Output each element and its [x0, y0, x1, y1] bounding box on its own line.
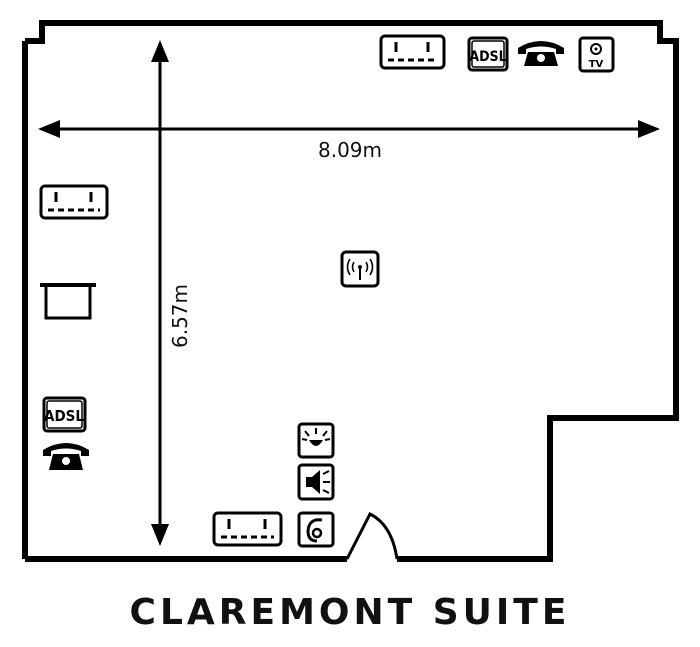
adsl-icon-label: ADSL: [44, 407, 84, 425]
adsl-icon: ADSL: [467, 36, 509, 72]
adsl-icon-label: ADSL: [469, 49, 506, 65]
power-socket-icon: [212, 511, 283, 547]
wifi-icon: [340, 250, 380, 288]
room-outline: [25, 20, 679, 562]
height-dimension-arrow: [151, 40, 169, 546]
power-socket-icon: [39, 184, 109, 220]
width-dimension-label: 8.09m: [318, 138, 383, 162]
height-dimension-label: 6.57m: [168, 283, 192, 348]
telephone-icon: [518, 41, 564, 66]
power-socket-icon: [379, 34, 446, 70]
suite-title: CLAREMONT SUITE: [129, 592, 571, 633]
speaker-icon: [297, 463, 335, 501]
audio-loop-icon: [297, 511, 335, 548]
tv-socket-icon: TV: [578, 36, 615, 73]
sink-icon: [40, 283, 96, 320]
adsl-icon: ADSL: [42, 396, 87, 433]
lighting-icon: [297, 422, 335, 459]
telephone-icon: [43, 443, 89, 470]
width-dimension-arrow: [38, 120, 660, 138]
door: [345, 511, 399, 560]
tv-icon-label: TV: [589, 59, 604, 70]
